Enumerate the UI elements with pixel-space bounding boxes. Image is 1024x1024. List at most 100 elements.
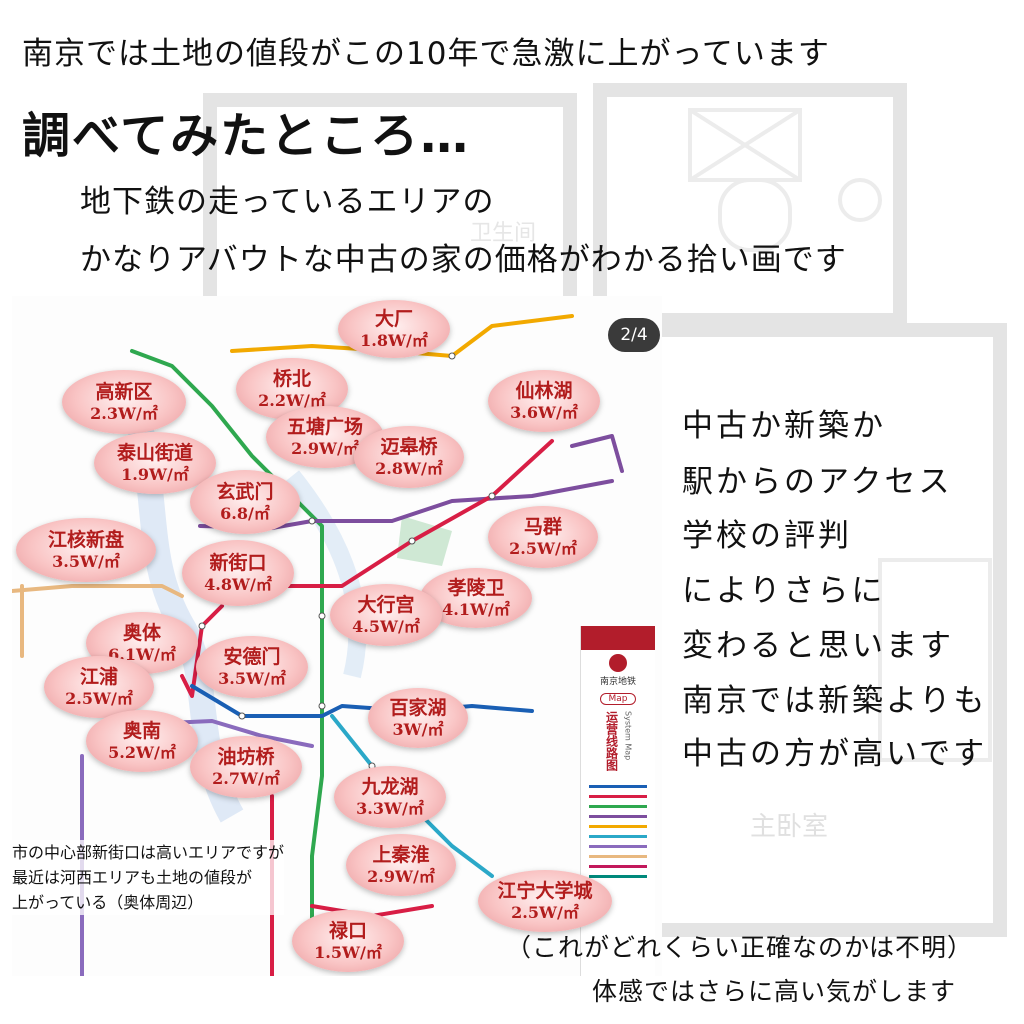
legend-swatch xyxy=(589,845,647,848)
map-note-line: 最近は河西エリアも土地の値段が xyxy=(12,868,253,887)
legend-line-swatches xyxy=(589,785,647,878)
area-price: 3W/㎡ xyxy=(392,719,444,739)
legend-swatch xyxy=(589,785,647,788)
area-price: 3.5W/㎡ xyxy=(218,668,286,688)
area-price: 3.5W/㎡ xyxy=(52,551,120,571)
area-name: 五塘广场 xyxy=(286,415,363,438)
area-name: 九龙湖 xyxy=(361,775,419,798)
legend-swatch xyxy=(589,795,647,798)
map-legend: 南京地铁 Map 运营线路图 System Map xyxy=(580,626,655,976)
legend-swatch xyxy=(589,825,647,828)
side-note-line: 中古の方が高いです xyxy=(682,736,988,772)
side-note-line: 駅からのアクセス xyxy=(682,464,953,500)
area-name: 江浦 xyxy=(79,665,118,688)
area-name: 大厂 xyxy=(374,307,413,330)
area-name: 孝陵卫 xyxy=(447,576,505,599)
legend-map-title: 运营线路图 xyxy=(604,711,619,771)
area-name: 玄武门 xyxy=(216,480,274,503)
area-price: 2.5W/㎡ xyxy=(511,902,579,922)
area-name: 桥北 xyxy=(272,367,311,390)
area-price: 1.8W/㎡ xyxy=(360,330,428,350)
area-price: 1.5W/㎡ xyxy=(314,942,382,962)
side-note-line: によりさらに xyxy=(682,573,886,609)
area-price: 6.8/㎡ xyxy=(220,503,270,523)
side-note-line: 学校の評判 xyxy=(682,518,852,554)
headline: 南京では土地の値段がこの10年で急激に上がっています xyxy=(22,36,830,72)
legend-map-title-en: System Map xyxy=(623,711,633,761)
intro-line-2: かなりアバウトな中古の家の価格がわかる拾い画です xyxy=(80,242,847,278)
side-note-line: 変わると思います xyxy=(682,628,954,664)
subtitle: 調べてみたところ… xyxy=(22,108,471,164)
area-price: 2.7W/㎡ xyxy=(212,768,280,788)
page-indicator: 2/4 xyxy=(608,318,660,352)
closing-line-1: （これがどれくらい正確なのかは不明） xyxy=(506,933,974,962)
legend-swatch xyxy=(589,865,647,868)
legend-header xyxy=(581,626,655,650)
intro-line-1: 地下鉄の走っているエリアの xyxy=(80,184,495,220)
side-note-line: 南京では新築よりも xyxy=(682,683,988,719)
area-price: 3.3W/㎡ xyxy=(356,798,424,818)
area-price: 2.2W/㎡ xyxy=(258,390,326,410)
svg-text:主卧室: 主卧室 xyxy=(750,812,828,842)
area-name: 油坊桥 xyxy=(217,745,275,768)
legend-swatch xyxy=(589,815,647,818)
area-price: 4.8W/㎡ xyxy=(204,574,272,594)
map-note-line: 市の中心部新街口は高いエリアですが xyxy=(12,843,285,862)
area-name: 马群 xyxy=(523,515,562,538)
area-price: 2.5W/㎡ xyxy=(65,688,133,708)
area-name: 江核新盘 xyxy=(47,528,124,551)
map-note-line: 上がっている（奥体周辺） xyxy=(12,893,204,912)
area-name: 奥南 xyxy=(122,719,161,742)
svg-text:卫生间: 卫生间 xyxy=(470,221,536,246)
legend-swatch xyxy=(589,855,647,858)
area-name: 奥体 xyxy=(122,621,161,644)
area-name: 泰山街道 xyxy=(116,441,193,464)
area-name: 高新区 xyxy=(95,380,153,403)
area-price: 4.1W/㎡ xyxy=(442,599,510,619)
legend-swatch xyxy=(589,835,647,838)
area-price: 5.2W/㎡ xyxy=(108,742,176,762)
legend-map-badge: Map xyxy=(600,693,636,705)
area-price: 4.5W/㎡ xyxy=(352,616,420,636)
area-name: 江宁大学城 xyxy=(497,879,593,902)
legend-brand: 南京地铁 xyxy=(599,677,636,687)
area-price: 2.9W/㎡ xyxy=(291,438,359,458)
area-name: 百家湖 xyxy=(389,696,447,719)
area-price: 3.6W/㎡ xyxy=(510,402,578,422)
metro-logo-icon xyxy=(609,654,627,672)
area-name: 上秦淮 xyxy=(372,843,430,866)
area-name: 大行宫 xyxy=(357,593,415,616)
legend-swatch xyxy=(589,875,647,878)
legend-swatch xyxy=(589,805,647,808)
side-note-line: 中古か新築か xyxy=(682,408,886,444)
area-price: 2.9W/㎡ xyxy=(367,866,435,886)
map-note: 市の中心部新街口は高いエリアですが 最近は河西エリアも土地の値段が 上がっている… xyxy=(12,840,285,915)
area-price: 2.3W/㎡ xyxy=(90,403,158,423)
closing-line-2: 体感ではさらに高い気がします xyxy=(592,977,957,1006)
area-name: 禄口 xyxy=(328,919,367,942)
area-price: 2.8W/㎡ xyxy=(375,458,443,478)
area-name: 迈皋桥 xyxy=(380,435,438,458)
area-name: 安德门 xyxy=(223,645,281,668)
area-name: 仙林湖 xyxy=(515,379,573,402)
